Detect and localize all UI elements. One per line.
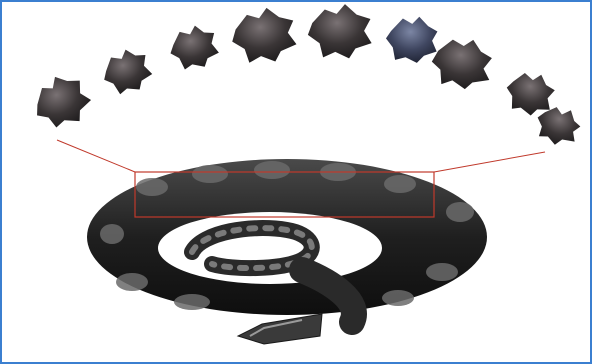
vertebra-4 bbox=[231, 6, 298, 63]
snake-head bbox=[238, 314, 322, 344]
vertebra-5 bbox=[307, 3, 373, 59]
right-connector-line bbox=[434, 152, 545, 172]
vertebra-3 bbox=[167, 23, 220, 71]
left-connector-line bbox=[57, 140, 135, 172]
snake bbox=[87, 159, 487, 344]
vertebra-1 bbox=[27, 68, 97, 134]
vertebra-7 bbox=[428, 32, 497, 93]
vertebra-2 bbox=[98, 45, 155, 97]
vertebrae-arc bbox=[27, 3, 587, 152]
vertebra-6 bbox=[383, 13, 441, 66]
